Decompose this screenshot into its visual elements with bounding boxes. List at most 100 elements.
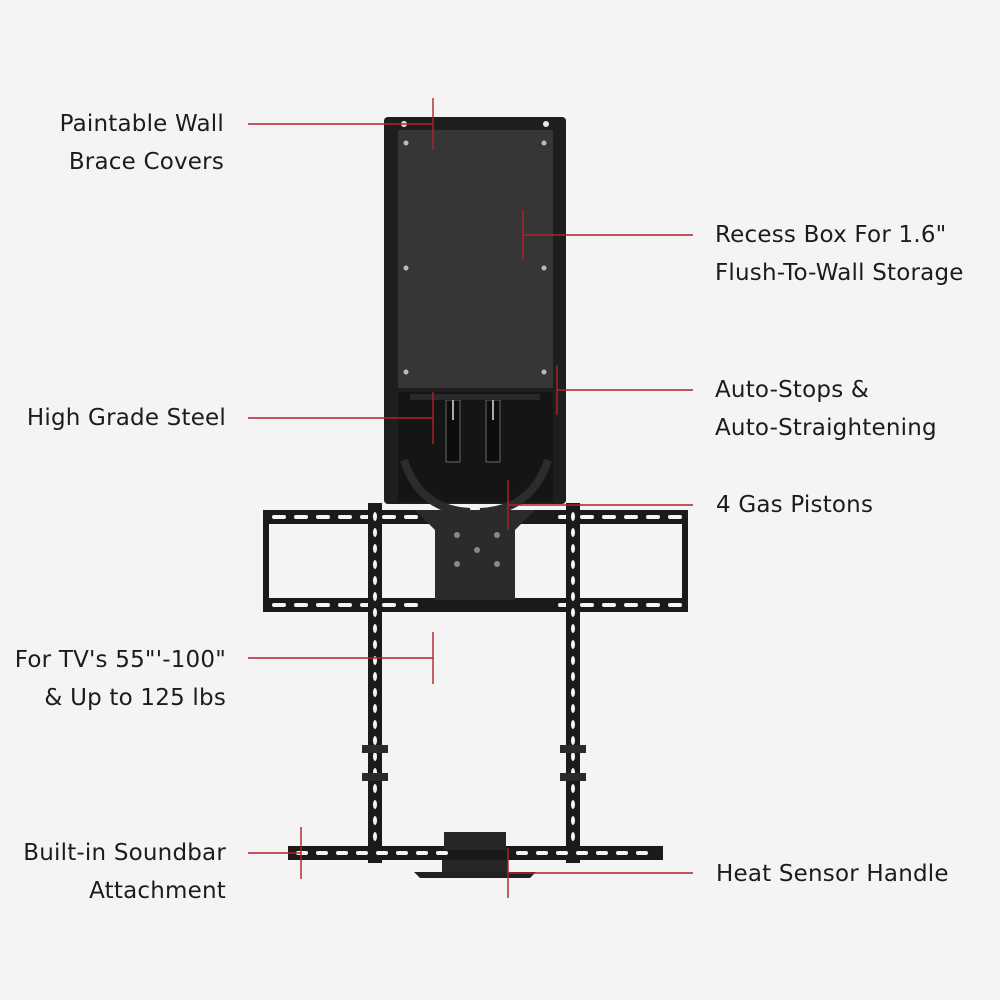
slot-hole — [571, 688, 575, 697]
slot-hole — [373, 704, 377, 713]
callout-line: Brace Covers — [68, 149, 224, 175]
slot-hole — [272, 515, 286, 519]
callout-line: Built-in Soundbar — [23, 840, 226, 866]
slot-hole — [373, 640, 377, 649]
soundbar-slots — [296, 851, 648, 855]
recess-box — [384, 117, 566, 516]
slot-hole — [571, 608, 575, 617]
slot-hole — [536, 851, 548, 855]
callout-line: Heat Sensor Handle — [716, 861, 949, 887]
slot-hole — [576, 851, 588, 855]
slot-hole — [571, 624, 575, 633]
slot-hole — [416, 851, 428, 855]
slot-hole — [571, 704, 575, 713]
slot-hole — [404, 515, 418, 519]
slot-hole — [373, 688, 377, 697]
slot-hole — [646, 515, 660, 519]
slot-hole — [571, 544, 575, 553]
slot-hole — [404, 603, 418, 607]
callout-gas-pistons: 4 Gas Pistons — [716, 486, 873, 524]
slot-hole — [316, 851, 328, 855]
screw — [403, 265, 409, 271]
slot-hole — [646, 603, 660, 607]
slot-hole — [624, 603, 638, 607]
slot-hole — [624, 515, 638, 519]
slot-hole — [580, 603, 594, 607]
slot-hole — [571, 816, 575, 825]
callout-line: Auto-Stops & — [715, 377, 870, 403]
slot-hole — [376, 851, 388, 855]
callout-soundbar: Built-in Soundbar Attachment — [23, 834, 226, 910]
callout-line: Flush-To-Wall Storage — [715, 260, 964, 286]
slot-hole — [580, 515, 594, 519]
slot-hole — [636, 851, 648, 855]
slot-hole — [556, 851, 568, 855]
slot-hole — [571, 784, 575, 793]
callout-line: Attachment — [89, 878, 226, 904]
slot-hole — [373, 800, 377, 809]
callout-line: & Up to 125 lbs — [44, 685, 226, 711]
slot-hole — [571, 592, 575, 601]
recess-box-bottom-opening — [398, 392, 553, 502]
slot-hole — [516, 851, 528, 855]
slot-hole — [294, 515, 308, 519]
slot-hole — [571, 528, 575, 537]
slot-hole — [382, 515, 396, 519]
slot-hole — [373, 832, 377, 841]
slot-hole — [373, 544, 377, 553]
slot-hole — [571, 656, 575, 665]
slot-hole — [373, 672, 377, 681]
vertical-arms — [362, 503, 586, 863]
slot-hole — [571, 640, 575, 649]
slot-hole — [571, 720, 575, 729]
slot-hole — [571, 576, 575, 585]
slot-hole — [571, 512, 575, 521]
callout-steel: High Grade Steel — [27, 399, 226, 437]
slot-hole — [373, 528, 377, 537]
callout-line: 4 Gas Pistons — [716, 492, 874, 518]
slot-hole — [373, 560, 377, 569]
screw — [541, 369, 547, 375]
slot-hole — [571, 672, 575, 681]
slot-hole — [668, 515, 682, 519]
slot-hole — [373, 512, 377, 521]
recess-box-panel — [398, 130, 553, 388]
slot-hole — [602, 603, 616, 607]
slot-hole — [373, 624, 377, 633]
slot-hole — [373, 720, 377, 729]
slot-hole — [338, 603, 352, 607]
slot-hole — [336, 851, 348, 855]
slot-hole — [571, 736, 575, 745]
callout-line: Auto-Straightening — [715, 415, 937, 441]
slot-hole — [571, 752, 575, 761]
screw — [543, 121, 549, 127]
slot-hole — [373, 784, 377, 793]
screw — [541, 140, 547, 146]
slot-hole — [294, 603, 308, 607]
slot-hole — [296, 851, 308, 855]
screw — [403, 140, 409, 146]
leader-lines — [248, 98, 693, 898]
slot-hole — [616, 851, 628, 855]
slot-hole — [571, 800, 575, 809]
slot-hole — [356, 851, 368, 855]
slot-hole — [602, 515, 616, 519]
slot-hole — [596, 851, 608, 855]
callout-line: Recess Box For 1.6" — [715, 222, 947, 248]
screw — [541, 265, 547, 271]
callout-heat-sensor: Heat Sensor Handle — [716, 855, 949, 893]
callout-wall-brace-covers: Paintable Wall Brace Covers — [60, 105, 224, 181]
slot-hole — [373, 608, 377, 617]
callout-line: For TV's 55"'-100" — [14, 647, 226, 673]
soundbar-bar — [288, 832, 663, 878]
slot-hole — [373, 576, 377, 585]
callout-auto-stops: Auto-Stops & Auto-Straightening — [715, 371, 937, 447]
slot-hole — [396, 851, 408, 855]
slot-hole — [272, 603, 286, 607]
slot-hole — [571, 560, 575, 569]
slot-hole — [668, 603, 682, 607]
callout-line: Paintable Wall — [59, 111, 224, 137]
slot-hole — [571, 832, 575, 841]
